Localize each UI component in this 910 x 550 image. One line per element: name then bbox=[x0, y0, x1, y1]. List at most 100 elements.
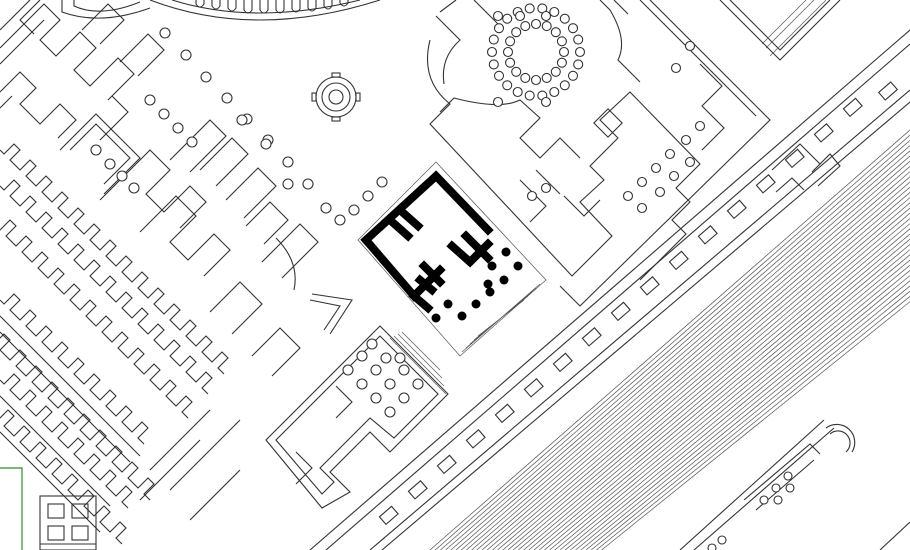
top-right-block bbox=[719, 0, 841, 61]
column bbox=[680, 134, 692, 146]
ring-column bbox=[549, 86, 560, 98]
colonnade-post bbox=[211, 0, 221, 10]
column bbox=[356, 350, 368, 362]
column bbox=[221, 92, 233, 104]
step-line bbox=[502, 202, 910, 550]
column bbox=[664, 148, 676, 160]
column bbox=[104, 158, 116, 170]
comb-strip bbox=[0, 373, 133, 509]
avenue-block bbox=[610, 301, 631, 322]
colonnade-post bbox=[291, 0, 301, 13]
step-line bbox=[497, 197, 910, 550]
ring-column bbox=[488, 59, 499, 70]
column bbox=[707, 543, 717, 550]
avenue-block bbox=[842, 97, 863, 118]
step-line bbox=[570, 270, 910, 550]
avenue-block bbox=[784, 148, 805, 169]
highlighted-temple[interactable] bbox=[357, 161, 547, 357]
avenue-block bbox=[407, 480, 428, 500]
column bbox=[668, 170, 680, 182]
colonnade-ring bbox=[486, 3, 706, 214]
column bbox=[398, 392, 410, 404]
ring-column bbox=[524, 3, 535, 14]
column bbox=[540, 182, 552, 194]
ring-column bbox=[573, 59, 584, 70]
ring-column bbox=[524, 90, 535, 101]
comb-strip bbox=[0, 333, 155, 501]
column bbox=[356, 378, 368, 390]
avenue-block bbox=[639, 276, 660, 296]
column bbox=[260, 138, 272, 150]
circular-colonnade-complex bbox=[426, 0, 771, 307]
avenue-block bbox=[755, 174, 776, 194]
top-colonnade-arc bbox=[61, 0, 381, 21]
avenue-block bbox=[726, 199, 747, 220]
temple-column bbox=[501, 247, 511, 257]
step-line bbox=[466, 166, 910, 550]
column bbox=[783, 471, 793, 481]
ring-column bbox=[541, 72, 552, 83]
ring-column bbox=[520, 72, 531, 83]
column bbox=[320, 202, 332, 214]
ring-column bbox=[493, 23, 505, 34]
green-boundary-line bbox=[0, 467, 23, 550]
lower-right-structure bbox=[679, 419, 910, 550]
temple-column bbox=[499, 275, 509, 285]
avenue-block bbox=[877, 81, 899, 101]
ring-column bbox=[559, 13, 570, 24]
ring-column bbox=[486, 46, 498, 58]
avenue-block bbox=[494, 403, 515, 424]
colonnade-post bbox=[195, 0, 205, 8]
avenue-block bbox=[378, 505, 399, 526]
colonnade-post bbox=[275, 0, 285, 14]
column bbox=[362, 190, 374, 202]
column bbox=[180, 49, 192, 61]
curved-wall bbox=[311, 293, 353, 335]
colonnade-post bbox=[243, 0, 253, 14]
step-line bbox=[518, 218, 910, 550]
step-line bbox=[585, 285, 910, 550]
step-line bbox=[486, 186, 910, 550]
column bbox=[128, 182, 140, 194]
column bbox=[759, 495, 769, 505]
street-line bbox=[139, 409, 241, 521]
curved-wall bbox=[275, 237, 296, 291]
avenue-block bbox=[523, 378, 544, 398]
column bbox=[90, 144, 102, 156]
step-line bbox=[601, 301, 910, 550]
ring-column bbox=[530, 18, 542, 30]
step-line bbox=[471, 171, 910, 550]
comb-strip bbox=[0, 219, 193, 419]
temple-column bbox=[513, 261, 523, 271]
comb-strip bbox=[0, 409, 127, 545]
column bbox=[492, 96, 504, 108]
column bbox=[650, 162, 662, 174]
bottom-left-grid bbox=[39, 495, 97, 550]
column bbox=[540, 96, 552, 108]
step-line bbox=[559, 259, 910, 550]
comb-strip bbox=[0, 143, 229, 375]
ring-column bbox=[505, 57, 516, 68]
step-line bbox=[564, 264, 910, 550]
column-rows bbox=[90, 27, 388, 335]
column bbox=[654, 186, 666, 198]
avenue-block bbox=[697, 225, 718, 245]
step-line bbox=[590, 290, 910, 550]
column bbox=[376, 176, 388, 188]
avenue-block bbox=[465, 429, 486, 449]
ring-column bbox=[574, 46, 586, 58]
avenue-block bbox=[581, 327, 602, 347]
step-line bbox=[596, 296, 910, 550]
ring-column bbox=[559, 80, 570, 91]
step-line bbox=[512, 212, 910, 550]
column bbox=[636, 202, 648, 214]
step-line bbox=[538, 238, 910, 550]
ring-column bbox=[505, 36, 516, 47]
ring-column bbox=[541, 21, 552, 32]
ring-column bbox=[530, 74, 542, 86]
column bbox=[158, 108, 170, 120]
step-line bbox=[533, 233, 910, 550]
column bbox=[384, 378, 396, 390]
column bbox=[412, 378, 424, 390]
